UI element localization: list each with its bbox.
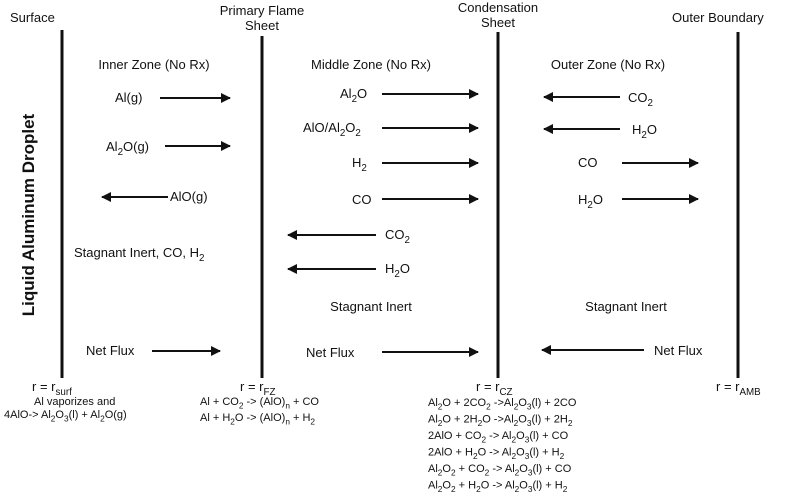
flame-reaction-2: Al + H2O -> (AlO)n + H2 xyxy=(200,412,315,426)
flame-reaction-1: Al + CO2 -> (AlO)n + CO xyxy=(200,396,319,410)
condensation-reaction-4: 2AlO + H2O -> Al2O3(l) + H2 xyxy=(428,447,565,461)
header-surface: Surface xyxy=(10,10,55,25)
radius-surf-label: r = rsurf xyxy=(32,379,72,398)
radius-fz-label: r = rFZ xyxy=(240,379,275,398)
condensation-reaction-3: 2AlO + CO2 -> Al2O3(l) + CO xyxy=(428,430,569,444)
middle-species-co: CO xyxy=(352,192,372,207)
inner-species-al: Al(g) xyxy=(115,90,142,105)
flame-sheet-reactions: Al + CO2 -> (AlO)n + CO Al + H2O -> (AlO)… xyxy=(200,396,319,426)
outer-species-h2o-outward: H2O xyxy=(578,192,603,211)
outer-zone-title: Outer Zone (No Rx) xyxy=(551,57,665,72)
condensation-sheet-reactions: Al2O + 2CO2 ->Al2O3(l) + 2CO Al2O + 2H2O … xyxy=(428,397,577,494)
inner-species-alo: AlO(g) xyxy=(170,189,208,204)
inner-net-flux-label: Net Flux xyxy=(86,343,135,358)
header-primary-flame-line1: Primary Flame xyxy=(220,3,305,18)
outer-species-h2o-inward: H2O xyxy=(632,122,657,141)
header-primary-flame-line2: Sheet xyxy=(245,18,279,33)
middle-species-al2o: Al2O xyxy=(340,86,367,105)
header-outer-boundary: Outer Boundary xyxy=(672,10,764,25)
middle-species-h2: H2 xyxy=(352,155,367,174)
surface-note-line1: Al vaporizes and xyxy=(34,396,115,408)
inner-stagnant-label: Stagnant Inert, CO, H2 xyxy=(74,245,204,264)
condensation-reaction-1: Al2O + 2CO2 ->Al2O3(l) + 2CO xyxy=(428,397,577,411)
middle-stagnant-label: Stagnant Inert xyxy=(330,299,412,314)
outer-stagnant-label: Stagnant Inert xyxy=(585,299,667,314)
condensation-reaction-5: Al2O2 + CO2 -> Al2O3(l) + CO xyxy=(428,463,572,477)
middle-zone-title: Middle Zone (No Rx) xyxy=(311,57,431,72)
middle-species-alo-al2o2: AlO/Al2O2 xyxy=(303,120,361,139)
radius-cz-label: r = rCZ xyxy=(476,379,513,398)
radius-amb-label: r = rAMB xyxy=(716,379,761,398)
outer-species-co2: CO2 xyxy=(628,90,653,109)
header-condensation-line1: Condensation xyxy=(458,0,538,15)
outer-net-flux-label: Net Flux xyxy=(654,343,703,358)
middle-species-h2o: H2O xyxy=(385,261,410,280)
middle-net-flux-label: Net Flux xyxy=(306,345,355,360)
inner-species-al2o: Al2O(g) xyxy=(106,139,149,158)
outer-species-co: CO xyxy=(578,155,598,170)
surface-note-line2: 4AlO-> Al2O3(l) + Al2O(g) xyxy=(4,409,127,423)
condensation-reaction-6: Al2O2 + H2O -> Al2O3(l) + H2 xyxy=(428,480,568,494)
middle-species-co2: CO2 xyxy=(385,227,410,246)
inner-zone-title: Inner Zone (No Rx) xyxy=(98,57,209,72)
condensation-reaction-2: Al2O + 2H2O ->Al2O3(l) + 2H2 xyxy=(428,414,573,428)
liquid-aluminum-droplet-label: Liquid Aluminum Droplet xyxy=(19,113,38,316)
header-condensation-line2: Sheet xyxy=(481,15,515,30)
